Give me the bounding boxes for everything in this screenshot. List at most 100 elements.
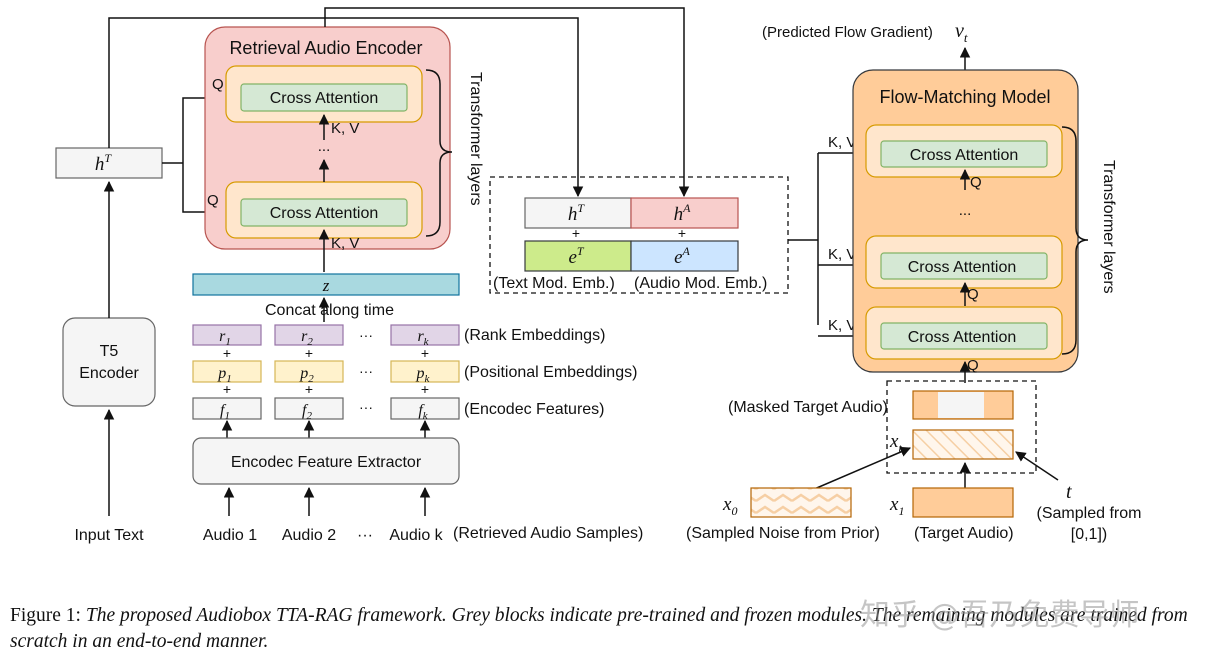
- encodec-features-row: f1 f2 fk ···: [192, 397, 460, 422]
- transformer-layers-label: Transformer layers: [467, 72, 484, 206]
- ha-block: [630, 197, 739, 229]
- cross-attention-label: Cross Attention: [270, 90, 379, 107]
- kv-label: K, V: [828, 317, 856, 334]
- audio-mod-emb-label: (Audio Mod. Emb.): [634, 275, 767, 292]
- svg-text:···: ···: [359, 363, 373, 379]
- flow-cross-attention-3: [880, 322, 1048, 350]
- flow-cross-attention-2: [880, 252, 1048, 280]
- cross-attention-label: Cross Attention: [270, 205, 379, 222]
- svg-text:+: +: [305, 381, 313, 397]
- svg-text:+: +: [223, 345, 231, 361]
- svg-text:...: ...: [959, 202, 972, 219]
- audio-1-label: Audio 1: [203, 527, 257, 544]
- ht-symbol: hT: [95, 151, 113, 175]
- target-audio-block: [912, 487, 1014, 518]
- svg-text:+: +: [223, 381, 231, 397]
- svg-text:Transformer layers: Transformer layers: [1100, 160, 1117, 294]
- t-symbol: t: [1066, 481, 1072, 503]
- svg-text:r1: r1: [219, 328, 231, 348]
- svg-text:fk: fk: [418, 402, 428, 422]
- target-audio-label: (Target Audio): [914, 525, 1014, 542]
- masked-target-label: (Masked Target Audio): [728, 399, 888, 416]
- ht-block-mid: [524, 197, 632, 229]
- conditioning-box: [489, 176, 789, 294]
- kv-label: K, V: [331, 120, 359, 137]
- positional-embeddings-row: p1 p2 pk ···: [192, 360, 460, 385]
- input-text-label: Input Text: [74, 527, 144, 544]
- svg-text:hA: hA: [674, 201, 692, 225]
- transformer-brace-right: [1061, 126, 1089, 355]
- t5-encoder-block: [62, 317, 156, 407]
- t5-label-line2: Encoder: [79, 365, 139, 382]
- x0-symbol: x0: [722, 494, 737, 518]
- rank-embeddings-label: (Rank Embeddings): [464, 327, 605, 344]
- svg-text:eT: eT: [568, 244, 584, 268]
- flow-matching-title: Flow-Matching Model: [879, 87, 1050, 107]
- svg-text:f1: f1: [220, 402, 230, 422]
- t5-label-line1: T5: [100, 343, 119, 360]
- audio-k-label: Audio k: [389, 527, 443, 544]
- audio-mod-emb-block: [630, 240, 739, 272]
- svg-text:+: +: [305, 345, 313, 361]
- encodec-extractor-label: Encodec Feature Extractor: [231, 454, 422, 471]
- svg-text:Q: Q: [970, 174, 982, 191]
- retrieval-encoder-title: Retrieval Audio Encoder: [229, 38, 422, 58]
- xt-block: [912, 429, 1014, 460]
- kv-label: K, V: [828, 246, 856, 263]
- z-bar: [192, 273, 460, 296]
- kv-label: K, V: [331, 235, 359, 252]
- encodec-extractor-block: [192, 437, 460, 485]
- text-mod-emb-label: (Text Mod. Emb.): [493, 275, 615, 292]
- svg-text:f2: f2: [302, 402, 312, 422]
- caption-text: The proposed Audiobox TTA-RAG framework.…: [10, 605, 1188, 652]
- svg-text:···: ···: [359, 399, 373, 415]
- flow-cross-attention-1: [880, 140, 1048, 168]
- target-box: [886, 380, 1037, 474]
- figure-caption: Figure 1: The proposed Audiobox TTA-RAG …: [10, 603, 1215, 655]
- svg-text:Q: Q: [967, 286, 979, 303]
- kv-label: K, V: [828, 134, 856, 151]
- positional-embeddings-label: (Positional Embeddings): [464, 364, 637, 381]
- svg-text:Cross Attention: Cross Attention: [908, 259, 1017, 276]
- vt-symbol: vt: [955, 20, 968, 45]
- svg-text:eA: eA: [674, 244, 690, 268]
- noise-block: [750, 487, 852, 518]
- svg-text:p2: p2: [299, 365, 314, 385]
- svg-text:rk: rk: [417, 328, 429, 348]
- ht-to-concat-arrow: [108, 17, 584, 198]
- encodec-features-label: (Encodec Features): [464, 401, 605, 418]
- svg-text:hT: hT: [568, 201, 586, 225]
- rank-embeddings-row: r1 r2 rk ···: [192, 324, 460, 348]
- concat-label: Concat along time: [265, 302, 394, 319]
- caption-label: Figure 1:: [10, 605, 81, 626]
- q-label: Q: [207, 192, 219, 209]
- watermark: 知乎 @吾乃免费导师: [860, 598, 1140, 633]
- svg-text:···: ···: [359, 327, 373, 343]
- svg-text:+: +: [678, 225, 686, 241]
- x1-symbol: x1: [889, 494, 904, 518]
- layer-dots: ...: [318, 138, 331, 155]
- svg-text:Cross Attention: Cross Attention: [910, 147, 1019, 164]
- svg-text:Q: Q: [967, 357, 979, 374]
- audio-2-label: Audio 2: [282, 527, 336, 544]
- retrieved-samples-label: (Retrieved Audio Samples): [453, 525, 643, 542]
- predicted-flow-label: (Predicted Flow Gradient): [762, 24, 933, 41]
- z-symbol: z: [322, 276, 330, 295]
- sampled-range-label: [0,1]): [1071, 526, 1107, 543]
- svg-text:r2: r2: [301, 328, 313, 348]
- svg-text:+: +: [421, 345, 429, 361]
- svg-text:···: ···: [357, 527, 373, 544]
- svg-text:pk: pk: [416, 365, 431, 385]
- sampled-from-label: (Sampled from: [1037, 505, 1142, 522]
- svg-text:+: +: [421, 381, 429, 397]
- transformer-brace-left: [425, 69, 453, 237]
- diagram: Input Text T5 Encoder hT Retrieval Audio…: [55, 7, 1142, 544]
- sampled-noise-label: (Sampled Noise from Prior): [686, 525, 880, 542]
- svg-text:+: +: [572, 225, 580, 241]
- retrieval-cross-attention-1: [240, 83, 408, 112]
- q-label: Q: [212, 76, 224, 93]
- retrieval-cross-attention-2: [240, 198, 408, 227]
- svg-text:p1: p1: [217, 365, 232, 385]
- ha-arrow: [324, 7, 690, 198]
- svg-text:Cross Attention: Cross Attention: [908, 329, 1017, 346]
